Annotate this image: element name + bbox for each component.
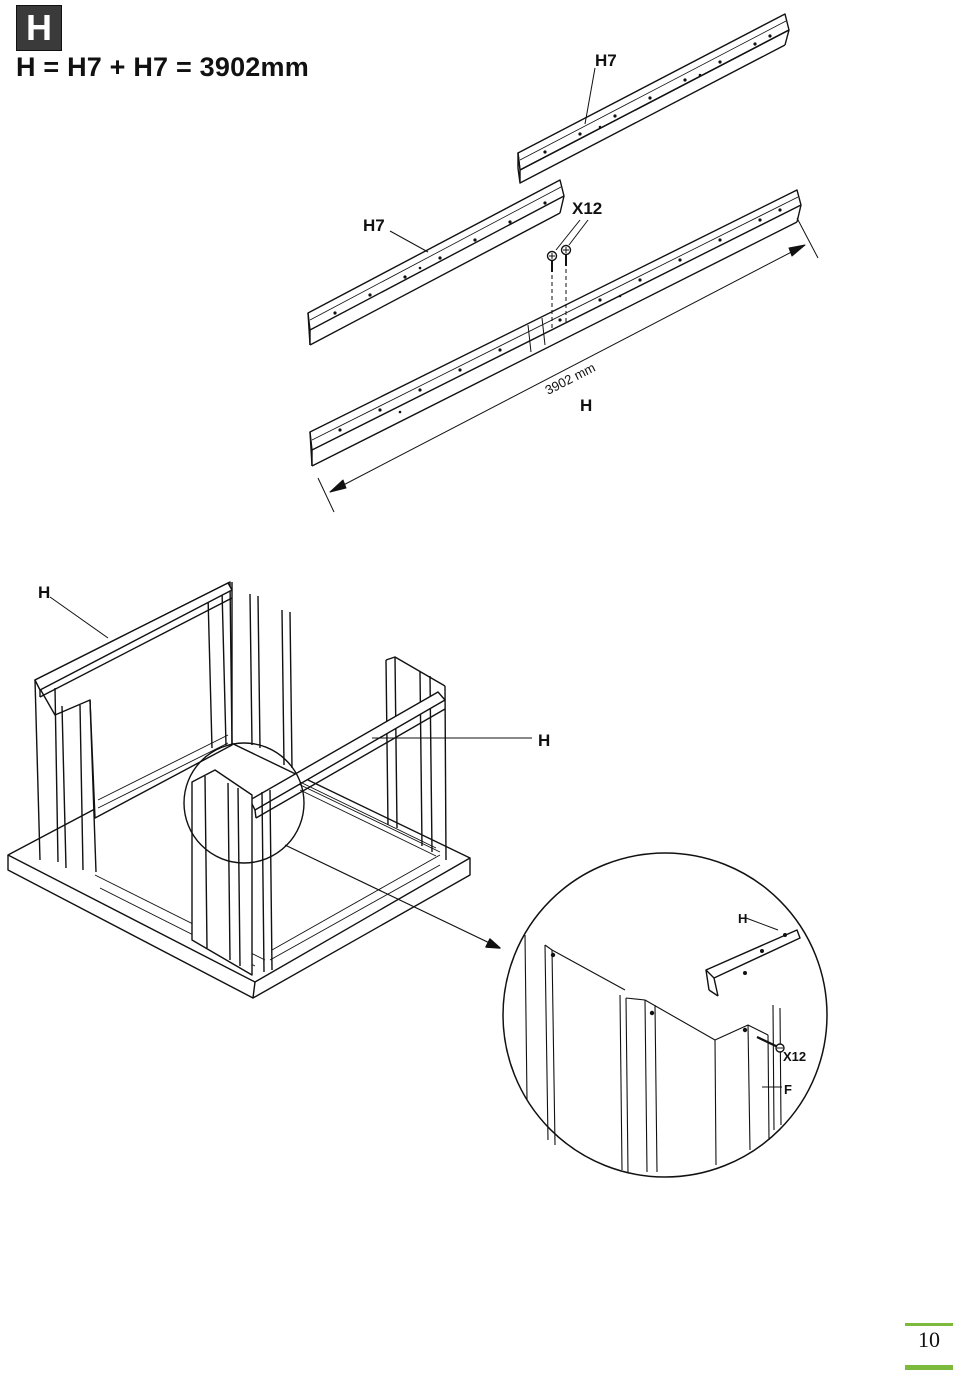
label-detail-f: F (784, 1082, 792, 1097)
label-dimension: 3902 mm (543, 360, 598, 398)
dimension-line (317, 217, 819, 513)
detail-screw-icon (756, 1036, 785, 1053)
beam-h-assembled (309, 189, 802, 467)
label-screws-x12: X12 (572, 199, 602, 218)
beam-h7-upper (517, 13, 790, 184)
step-formula: H = H7 + H7 = 3902mm (16, 52, 309, 82)
screws-icon (546, 219, 589, 330)
label-frame-right-h: H (538, 731, 550, 750)
label-h7-upper: H7 (595, 51, 617, 70)
label-assembled-h: H (580, 396, 592, 415)
detail-callout-circle (183, 742, 305, 864)
beam-h7-lower (307, 179, 565, 346)
page-accent-top (905, 1323, 953, 1326)
label-detail-h: H (738, 911, 747, 926)
page-number: 10 (918, 1327, 940, 1352)
step-letter: H (26, 7, 52, 48)
label-detail-x12: X12 (783, 1049, 806, 1064)
detail-magnified (502, 852, 828, 1178)
shed-frame (7, 581, 471, 999)
step-badge: H (16, 5, 62, 51)
label-h7-lower: H7 (363, 216, 385, 235)
label-frame-left-h: H (38, 583, 50, 602)
page-accent-bottom (905, 1365, 953, 1370)
